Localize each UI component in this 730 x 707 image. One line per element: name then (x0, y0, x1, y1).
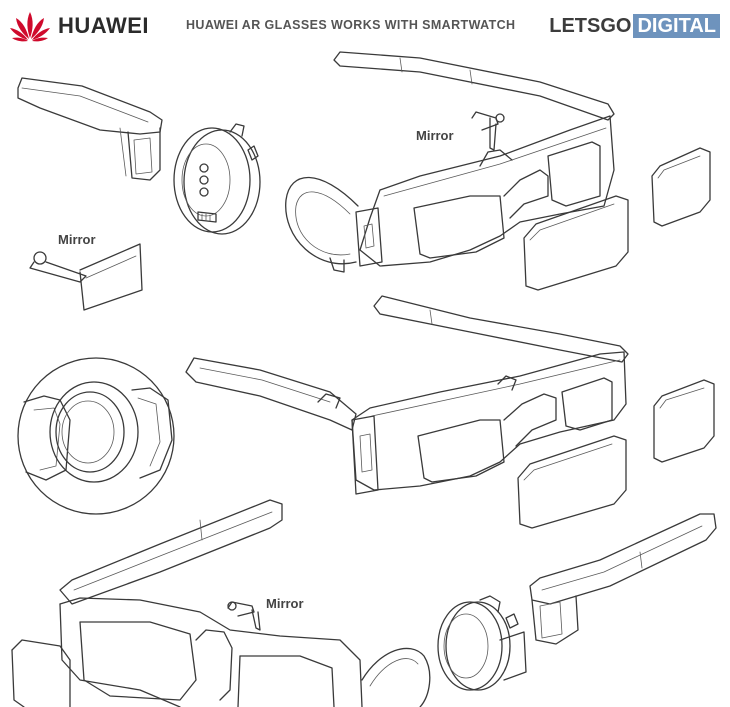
glasses-frame-top (333, 51, 615, 267)
letsgodigital-logo: LETSGO DIGITAL (549, 14, 720, 38)
detail-magnifier-circle (17, 357, 175, 515)
glasses-frame-bottom (59, 499, 363, 707)
huawei-wordmark: HUAWEI (58, 13, 149, 38)
huawei-petal-icon (10, 12, 50, 42)
lenses-middle-right (517, 379, 715, 529)
huawei-logo: HUAWEI (8, 6, 149, 46)
mirror-label-left: Mirror (58, 232, 96, 247)
lens-bottom-left (11, 639, 71, 707)
letsgo-wordmark: LETSGO (549, 15, 632, 37)
oval-mount-bottom (361, 647, 431, 707)
smartwatch-top (173, 123, 261, 235)
digital-wordmark: DIGITAL (633, 14, 720, 38)
temple-arm-top-left (17, 77, 163, 181)
lenses-top-right (523, 147, 711, 291)
temple-arm-bottom-right (529, 513, 717, 645)
oval-mount-top (285, 176, 359, 273)
mirror-piece-left (29, 243, 143, 311)
mirror-label-bottom: Mirror (266, 596, 304, 611)
page-title: HUAWEI AR GLASSES WORKS WITH SMARTWATCH (186, 18, 516, 32)
glasses-frame-middle (185, 295, 629, 495)
smartwatch-bottom (437, 595, 527, 691)
mirror-label-top: Mirror (416, 128, 454, 143)
